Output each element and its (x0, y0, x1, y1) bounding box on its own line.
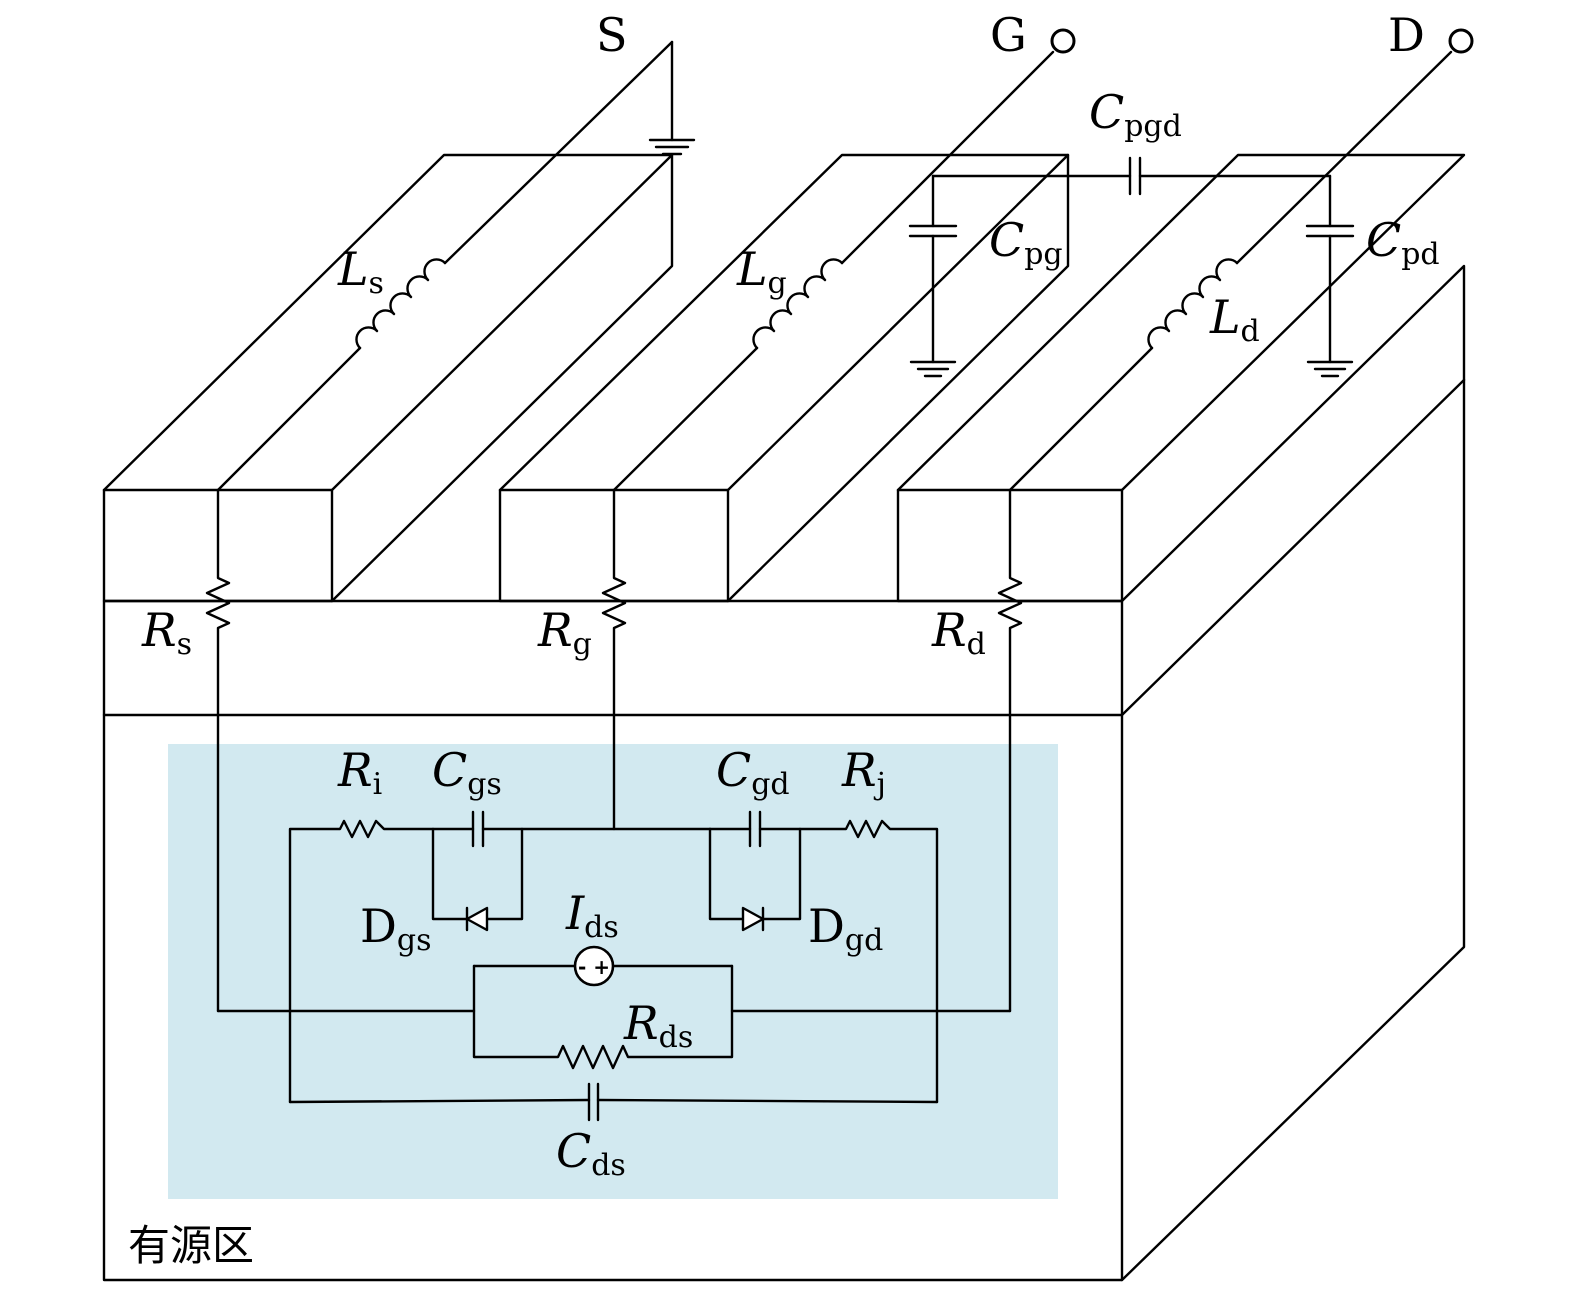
label-dgd: Dgd (808, 899, 883, 958)
terminal-d-label: D (1388, 8, 1425, 62)
diode-dgs-icon (465, 906, 489, 932)
label-rg: Rg (537, 603, 592, 662)
terminal-s-label: S (596, 8, 628, 62)
diode-dgd-icon (741, 906, 765, 932)
label-ri: Ri (337, 743, 382, 802)
source-access-resistor (205, 488, 231, 1013)
source-electrode (102, 153, 674, 603)
label-lg: Lg (736, 242, 787, 301)
label-cgd: Cgd (716, 743, 790, 802)
pad-capacitor-network (908, 156, 1355, 378)
terminal-g-label: G (990, 8, 1027, 62)
gate-electrode (498, 153, 1070, 603)
label-cpg: Cpg (989, 213, 1063, 272)
current-source-icon: - + (573, 945, 615, 987)
inductor-ld (1147, 258, 1239, 350)
current-source-polarity: - + (578, 955, 610, 979)
drain-feed-wire (1008, 50, 1453, 492)
gate-feed-wire (612, 50, 1055, 492)
intrinsic-circuit (216, 810, 1012, 1122)
gate-access-resistor (601, 488, 627, 831)
gate-terminal-icon (1050, 28, 1076, 54)
source-feed-wire (216, 40, 696, 492)
label-ls: Ls (337, 242, 384, 301)
inductor-ls (355, 258, 447, 350)
label-ids: Ids (565, 886, 619, 945)
active-region-label: 有源区 (128, 1221, 254, 1270)
label-dgs: Dgs (360, 899, 432, 958)
drain-access-resistor (997, 488, 1023, 1013)
label-cds: Cds (556, 1124, 626, 1183)
label-ld: Ld (1209, 290, 1260, 349)
label-rj: Rj (841, 743, 886, 802)
label-cgs: Cgs (432, 743, 502, 802)
inductor-lg (752, 258, 844, 350)
label-rs: Rs (141, 603, 192, 662)
label-rd: Rd (931, 603, 986, 662)
drain-terminal-icon (1448, 28, 1474, 54)
label-rds: Rds (623, 996, 693, 1055)
label-cpd: Cpd (1366, 213, 1440, 272)
label-cpgd: Cpgd (1089, 85, 1182, 144)
